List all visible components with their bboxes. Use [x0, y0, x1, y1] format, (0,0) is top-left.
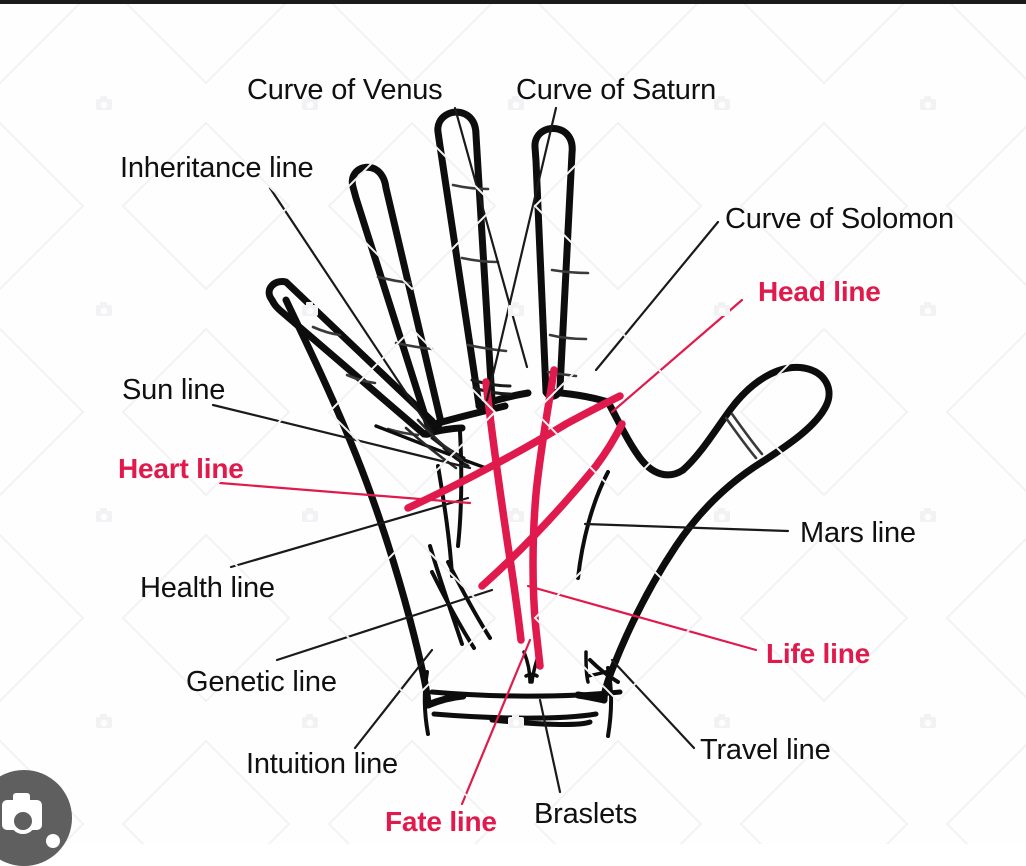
top-edge-bar [0, 0, 1026, 4]
bracelet-3 [489, 717, 593, 727]
fate-line-stroke [482, 378, 525, 644]
health-line-stroke [436, 464, 454, 578]
bracelet-2 [431, 711, 599, 721]
label-curve-of-saturn: Curve of Saturn [516, 74, 717, 106]
label-health-line: Health line [140, 572, 275, 604]
label-life-line: Life line [766, 638, 870, 669]
label-heart-line: Heart line [118, 453, 244, 484]
label-intuition-line: Intuition line [246, 748, 398, 780]
sun-line-stroke [456, 430, 464, 548]
camera-dot-icon [46, 834, 60, 848]
leader-braslets [538, 698, 562, 794]
leader-head-line [610, 298, 744, 414]
label-head-line: Head line [758, 276, 881, 307]
leader-curve-of-solomon [594, 220, 720, 372]
label-curve-of-solomon: Curve of Solomon [725, 203, 954, 235]
camera-lens-icon [10, 808, 36, 834]
label-fate-line: Fate line [385, 806, 497, 837]
label-braslets: Braslets [534, 798, 638, 830]
label-genetic-line: Genetic line [186, 666, 337, 698]
leader-life-line [526, 584, 758, 652]
label-mars-line: Mars line [800, 517, 916, 549]
label-sun-line: Sun line [122, 374, 226, 406]
label-travel-line: Travel line [700, 734, 831, 766]
leader-intuition-line [353, 648, 434, 750]
label-inheritance-line: Inheritance line [120, 152, 314, 184]
bracelet-1 [429, 689, 623, 699]
label-curve-of-venus: Curve of Venus [247, 74, 443, 106]
hand-illustration [211, 106, 833, 806]
leader-travel-line [610, 658, 696, 750]
